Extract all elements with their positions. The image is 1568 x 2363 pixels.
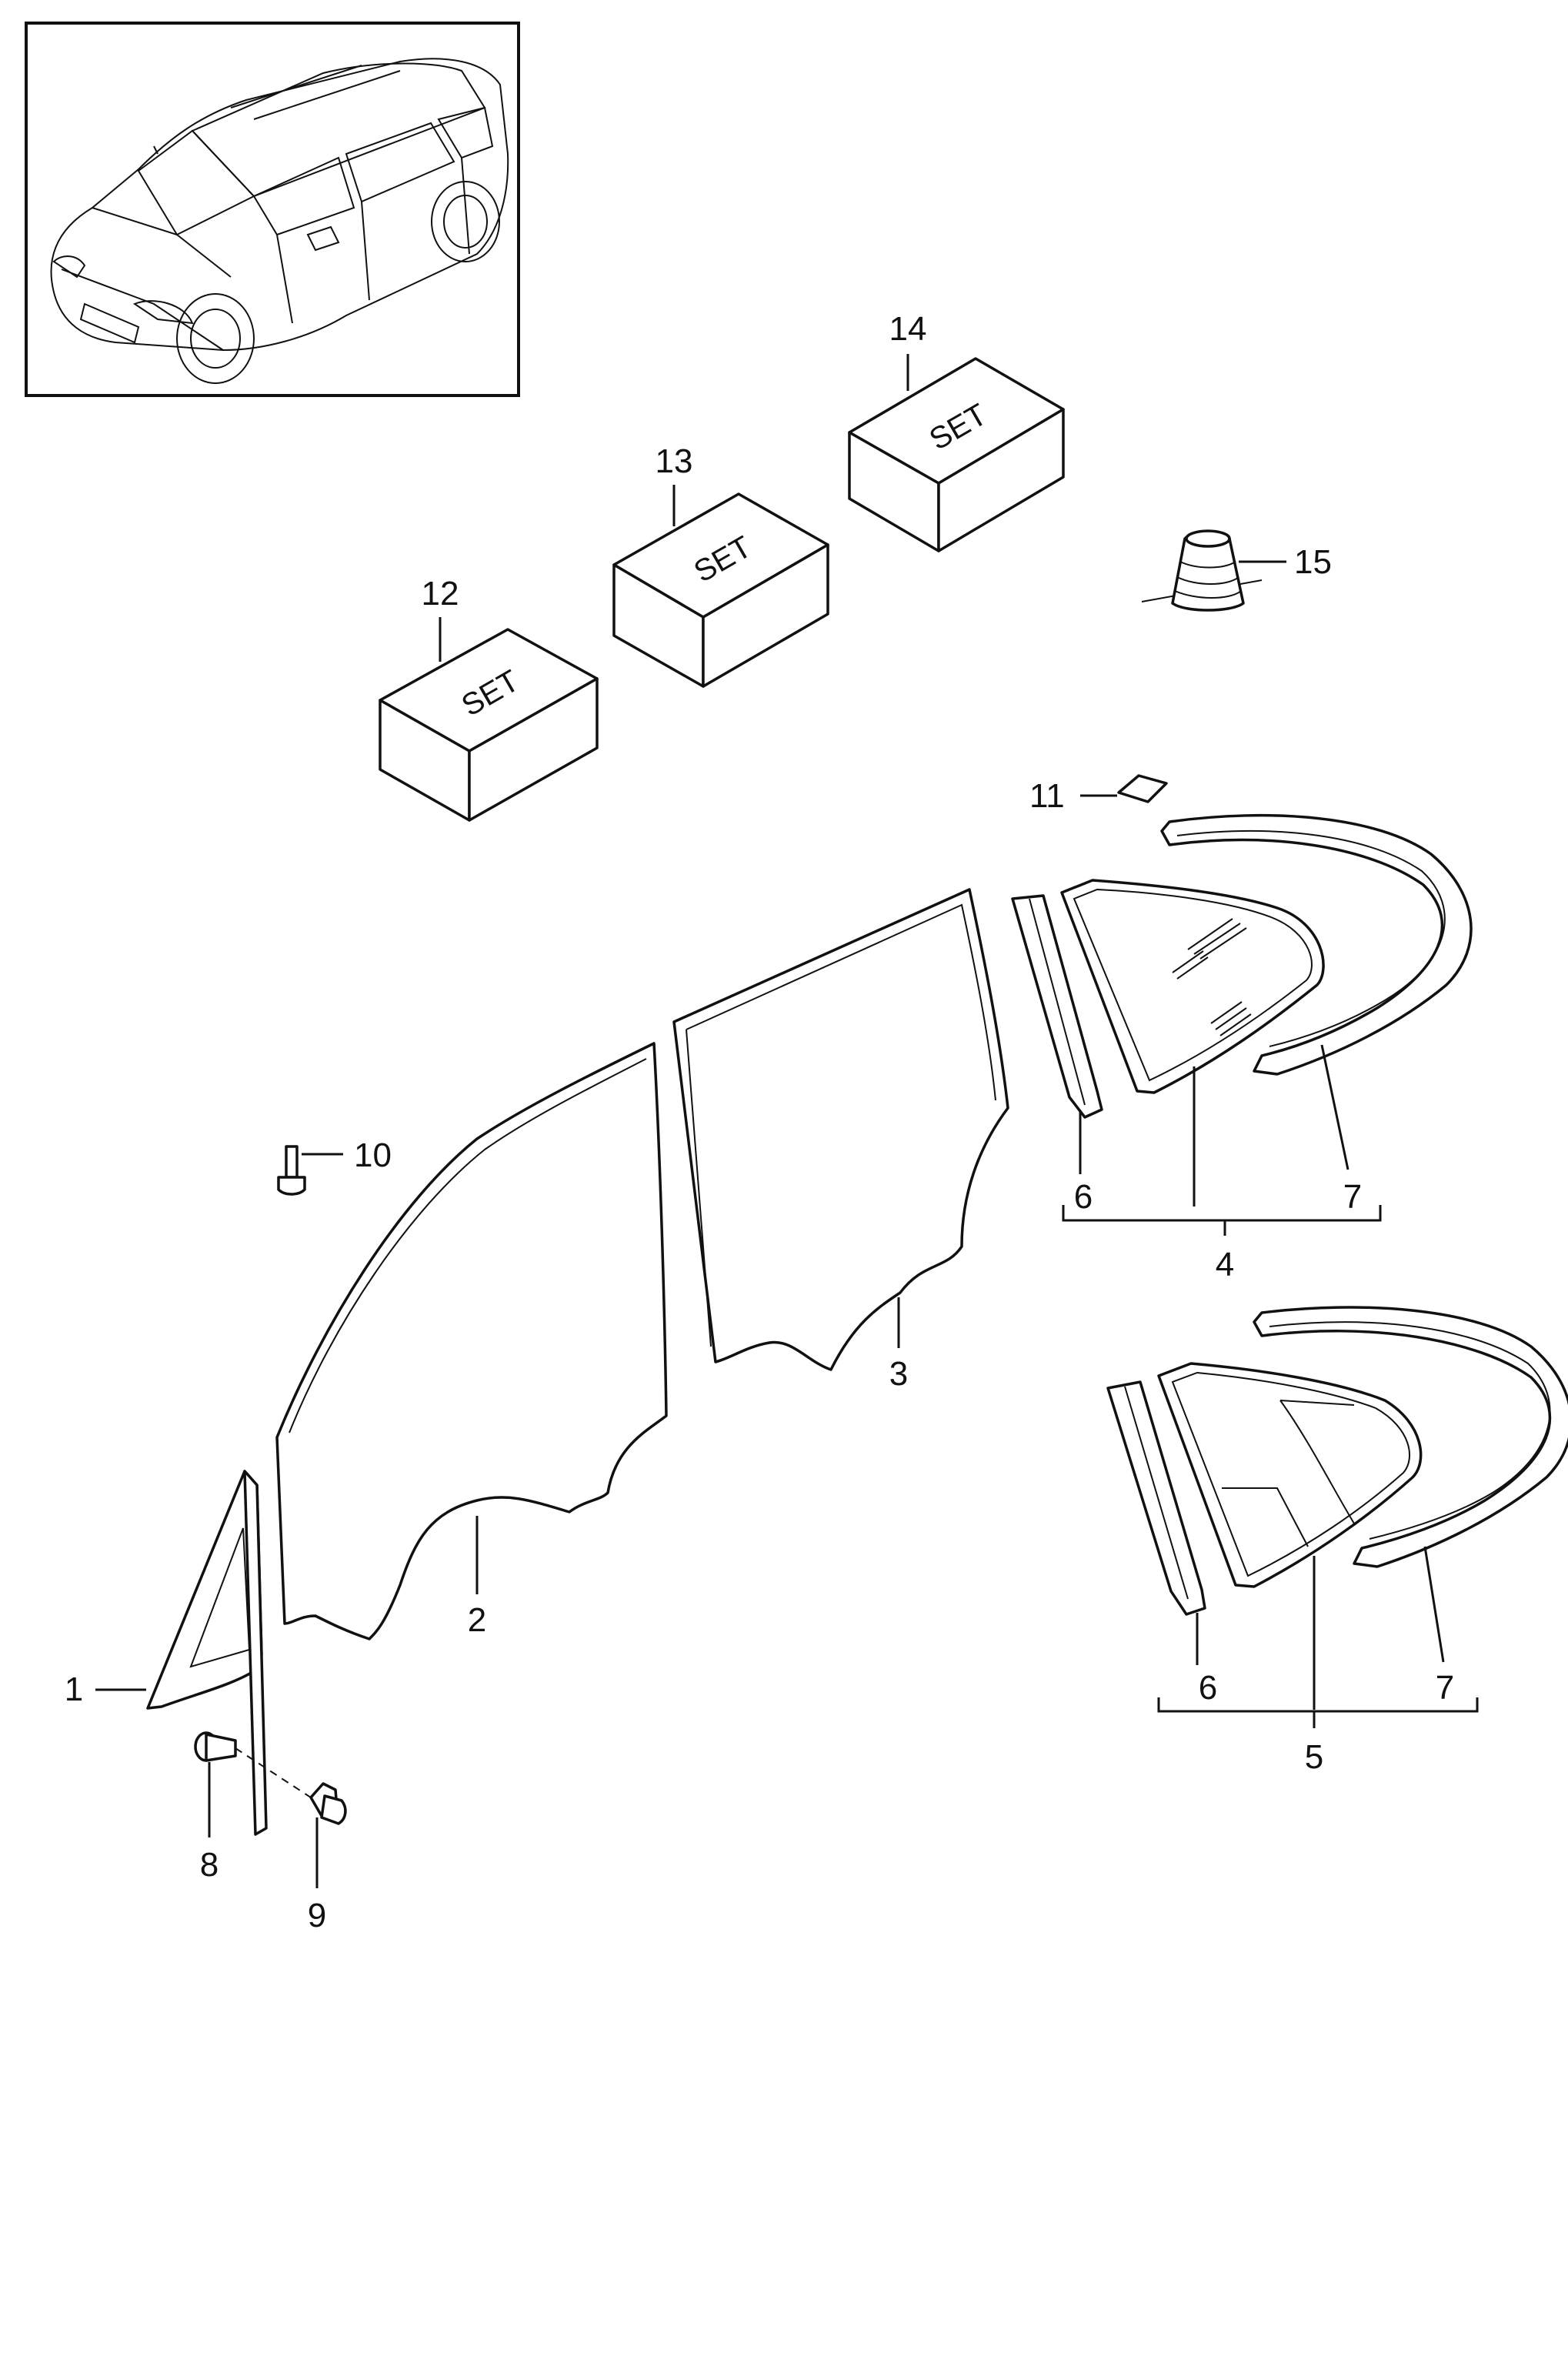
assembly-5: 6 7 5 bbox=[1106, 1306, 1568, 1776]
part-11-pad: 11 bbox=[1029, 774, 1168, 815]
set-box-13: SET 13 bbox=[612, 442, 829, 688]
assembly-4: 6 7 4 bbox=[1011, 813, 1473, 1283]
vehicle-thumbnail bbox=[25, 22, 520, 397]
callout-4: 4 bbox=[1216, 1246, 1234, 1283]
callout-15: 15 bbox=[1294, 543, 1332, 581]
callout-14: 14 bbox=[889, 310, 927, 348]
callout-12: 12 bbox=[422, 575, 459, 612]
part-1-vent-glass: 1 bbox=[65, 1470, 268, 1836]
set-box-12: SET 12 bbox=[379, 575, 599, 822]
callout-6a: 6 bbox=[1074, 1178, 1093, 1216]
callout-9: 9 bbox=[308, 1897, 326, 1934]
callout-7a: 7 bbox=[1343, 1178, 1362, 1216]
callout-6b: 6 bbox=[1199, 1669, 1217, 1707]
callout-2: 2 bbox=[468, 1601, 486, 1639]
callout-1: 1 bbox=[65, 1670, 83, 1708]
set-box-14: SET 14 bbox=[848, 310, 1065, 552]
callout-8: 8 bbox=[200, 1846, 219, 1884]
part-3-rear-door-glass: 3 bbox=[672, 888, 1009, 1393]
callout-5: 5 bbox=[1305, 1738, 1323, 1776]
part-10-bolt: 10 bbox=[277, 1136, 392, 1196]
part-9-nut: 9 bbox=[308, 1782, 347, 1934]
part-15-grommet: 15 bbox=[1141, 529, 1332, 612]
suv-illustration bbox=[50, 58, 509, 384]
callout-7b: 7 bbox=[1436, 1669, 1454, 1707]
callout-3: 3 bbox=[889, 1355, 908, 1393]
part-2-front-door-glass: 2 bbox=[275, 1042, 668, 1640]
part-8-bolt: 8 bbox=[194, 1731, 316, 1884]
callout-13: 13 bbox=[656, 442, 693, 480]
callout-11: 11 bbox=[1029, 777, 1065, 815]
callout-10: 10 bbox=[354, 1136, 392, 1174]
